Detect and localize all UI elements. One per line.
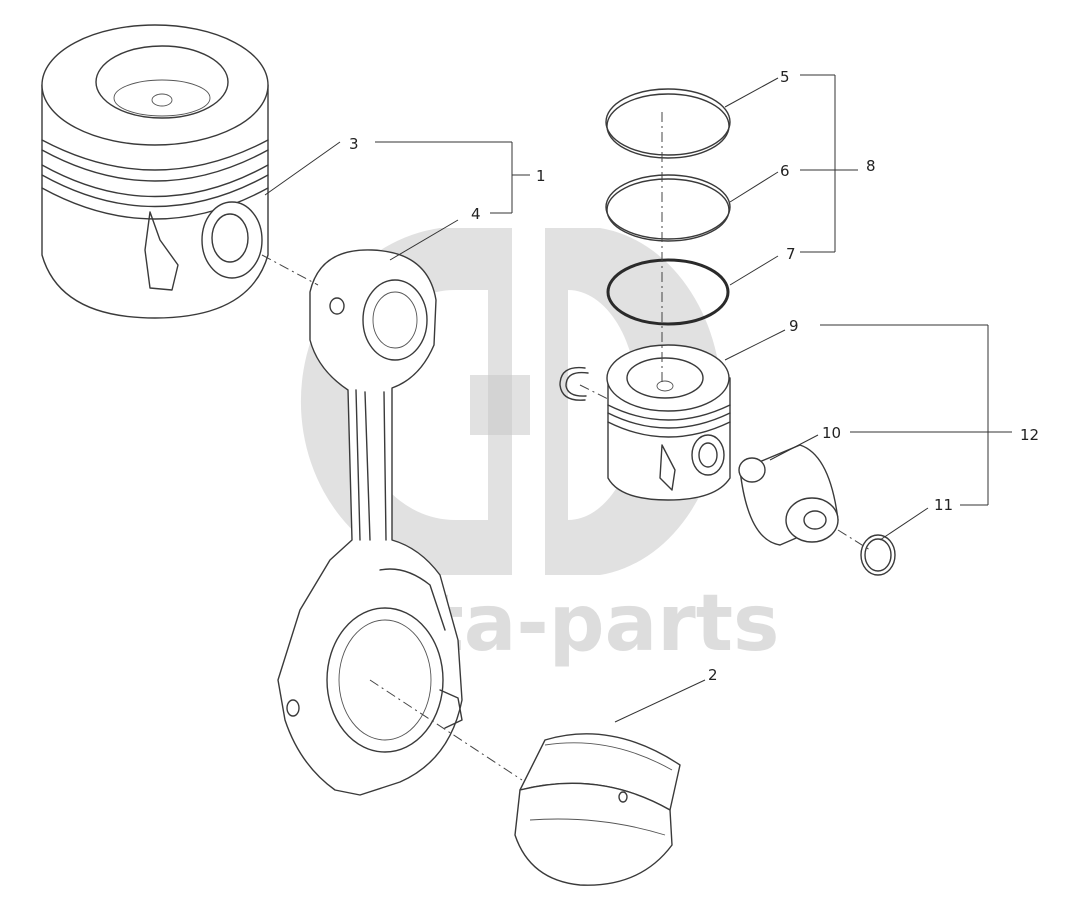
piston-pin (738, 444, 839, 546)
piston-ring-5 (605, 88, 731, 159)
snap-ring-right (860, 534, 896, 576)
assembly-axes (261, 112, 871, 781)
callout-3: 3 (349, 135, 359, 153)
large-piston-assembly (41, 24, 269, 319)
piston-ring-6 (605, 174, 731, 242)
callout-1: 1 (536, 167, 546, 185)
snap-ring-left (559, 366, 589, 401)
connecting-rod (277, 249, 463, 796)
leader-lines (264, 74, 1012, 723)
callout-11: 11 (934, 496, 953, 514)
bearing-shell (514, 733, 681, 886)
callout-8: 8 (866, 157, 876, 175)
callout-12: 12 (1020, 426, 1039, 444)
small-piston (606, 344, 731, 501)
callout-labels: 1 2 3 4 5 6 7 8 9 10 11 12 (349, 68, 1039, 684)
callout-5: 5 (780, 68, 790, 86)
callout-2: 2 (708, 666, 718, 684)
callout-10: 10 (822, 424, 841, 442)
callout-7: 7 (786, 245, 796, 263)
piston-ring-7 (606, 258, 730, 326)
callout-4: 4 (471, 205, 481, 223)
callout-9: 9 (789, 317, 799, 335)
callout-6: 6 (780, 162, 790, 180)
